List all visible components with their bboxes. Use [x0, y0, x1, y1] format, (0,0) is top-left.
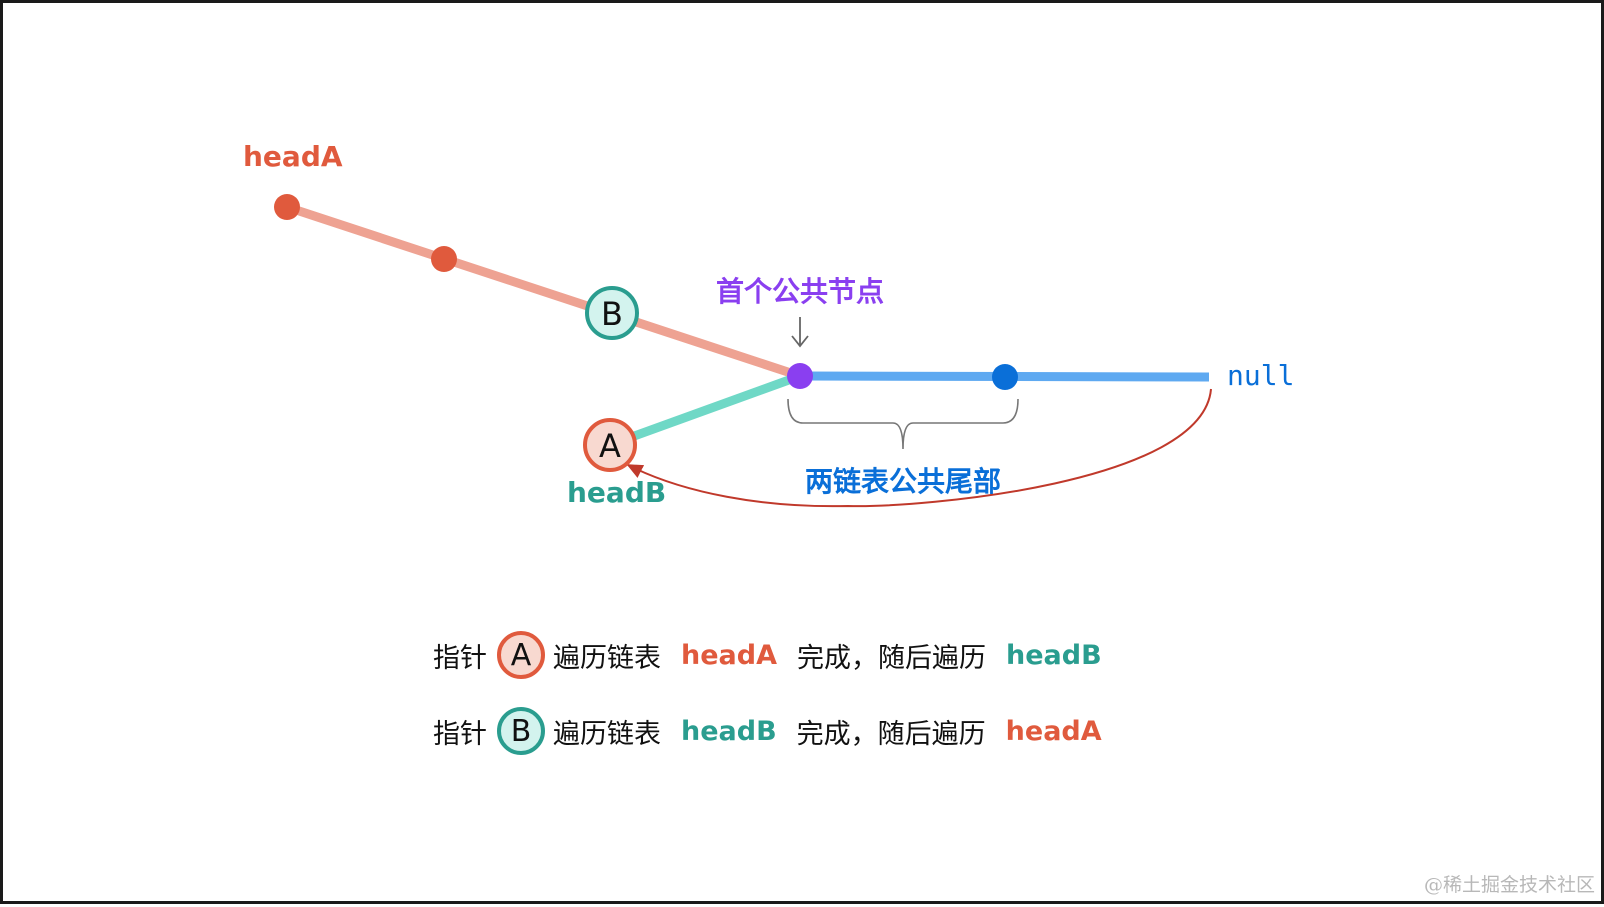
list-a-node-2 [431, 246, 457, 272]
pointer-a-marker: A [583, 418, 637, 472]
legend-list-name: headB [1005, 639, 1102, 671]
legend-prefix: 指针 [433, 718, 487, 750]
legend-list-name: headA [681, 639, 777, 671]
null-label: null [1227, 359, 1294, 392]
watermark: @稀土掘金技术社区 [1423, 874, 1595, 896]
legend-list-name: headA [1005, 715, 1102, 747]
legend-text-then: 完成，随后遍历 [796, 642, 986, 674]
head-a-node [274, 194, 300, 220]
head-b-label: headB [567, 476, 666, 509]
list-b-edge [610, 371, 805, 448]
list-a-edge [282, 202, 805, 381]
common-tail-node [992, 364, 1018, 390]
legend-prefix: 指针 [433, 642, 487, 674]
first-common-node-label: 首个公共节点 [716, 275, 884, 308]
pointer-a-letter: A [599, 427, 621, 465]
legend-text-traverse: 遍历链表 [553, 642, 661, 674]
redirect-arc [626, 388, 1212, 508]
common-tail-brace [787, 398, 1019, 450]
pointer-b-marker: B [585, 286, 639, 340]
legend-text-then: 完成，随后遍历 [796, 718, 986, 750]
legend-list-name: headB [681, 715, 777, 747]
legend-row-b: 指针 B 遍历链表 headB 完成，随后遍历 headA [433, 701, 1102, 761]
common-tail-label: 两链表公共尾部 [805, 465, 1001, 498]
legend-text-traverse: 遍历链表 [553, 718, 661, 750]
linked-list-diagram: B A headA headB null 首个公共节点 两链表公共尾部 [243, 140, 1294, 509]
first-common-node [787, 363, 813, 389]
legend-row-a: 指针 A 遍历链表 headA 完成，随后遍历 headB [433, 625, 1102, 685]
first-node-arrowhead [791, 335, 809, 348]
pointer-b-letter: B [601, 295, 623, 333]
head-a-label: headA [243, 140, 343, 173]
pointer-b-badge: B [497, 707, 545, 755]
pointer-a-badge: A [497, 631, 545, 679]
